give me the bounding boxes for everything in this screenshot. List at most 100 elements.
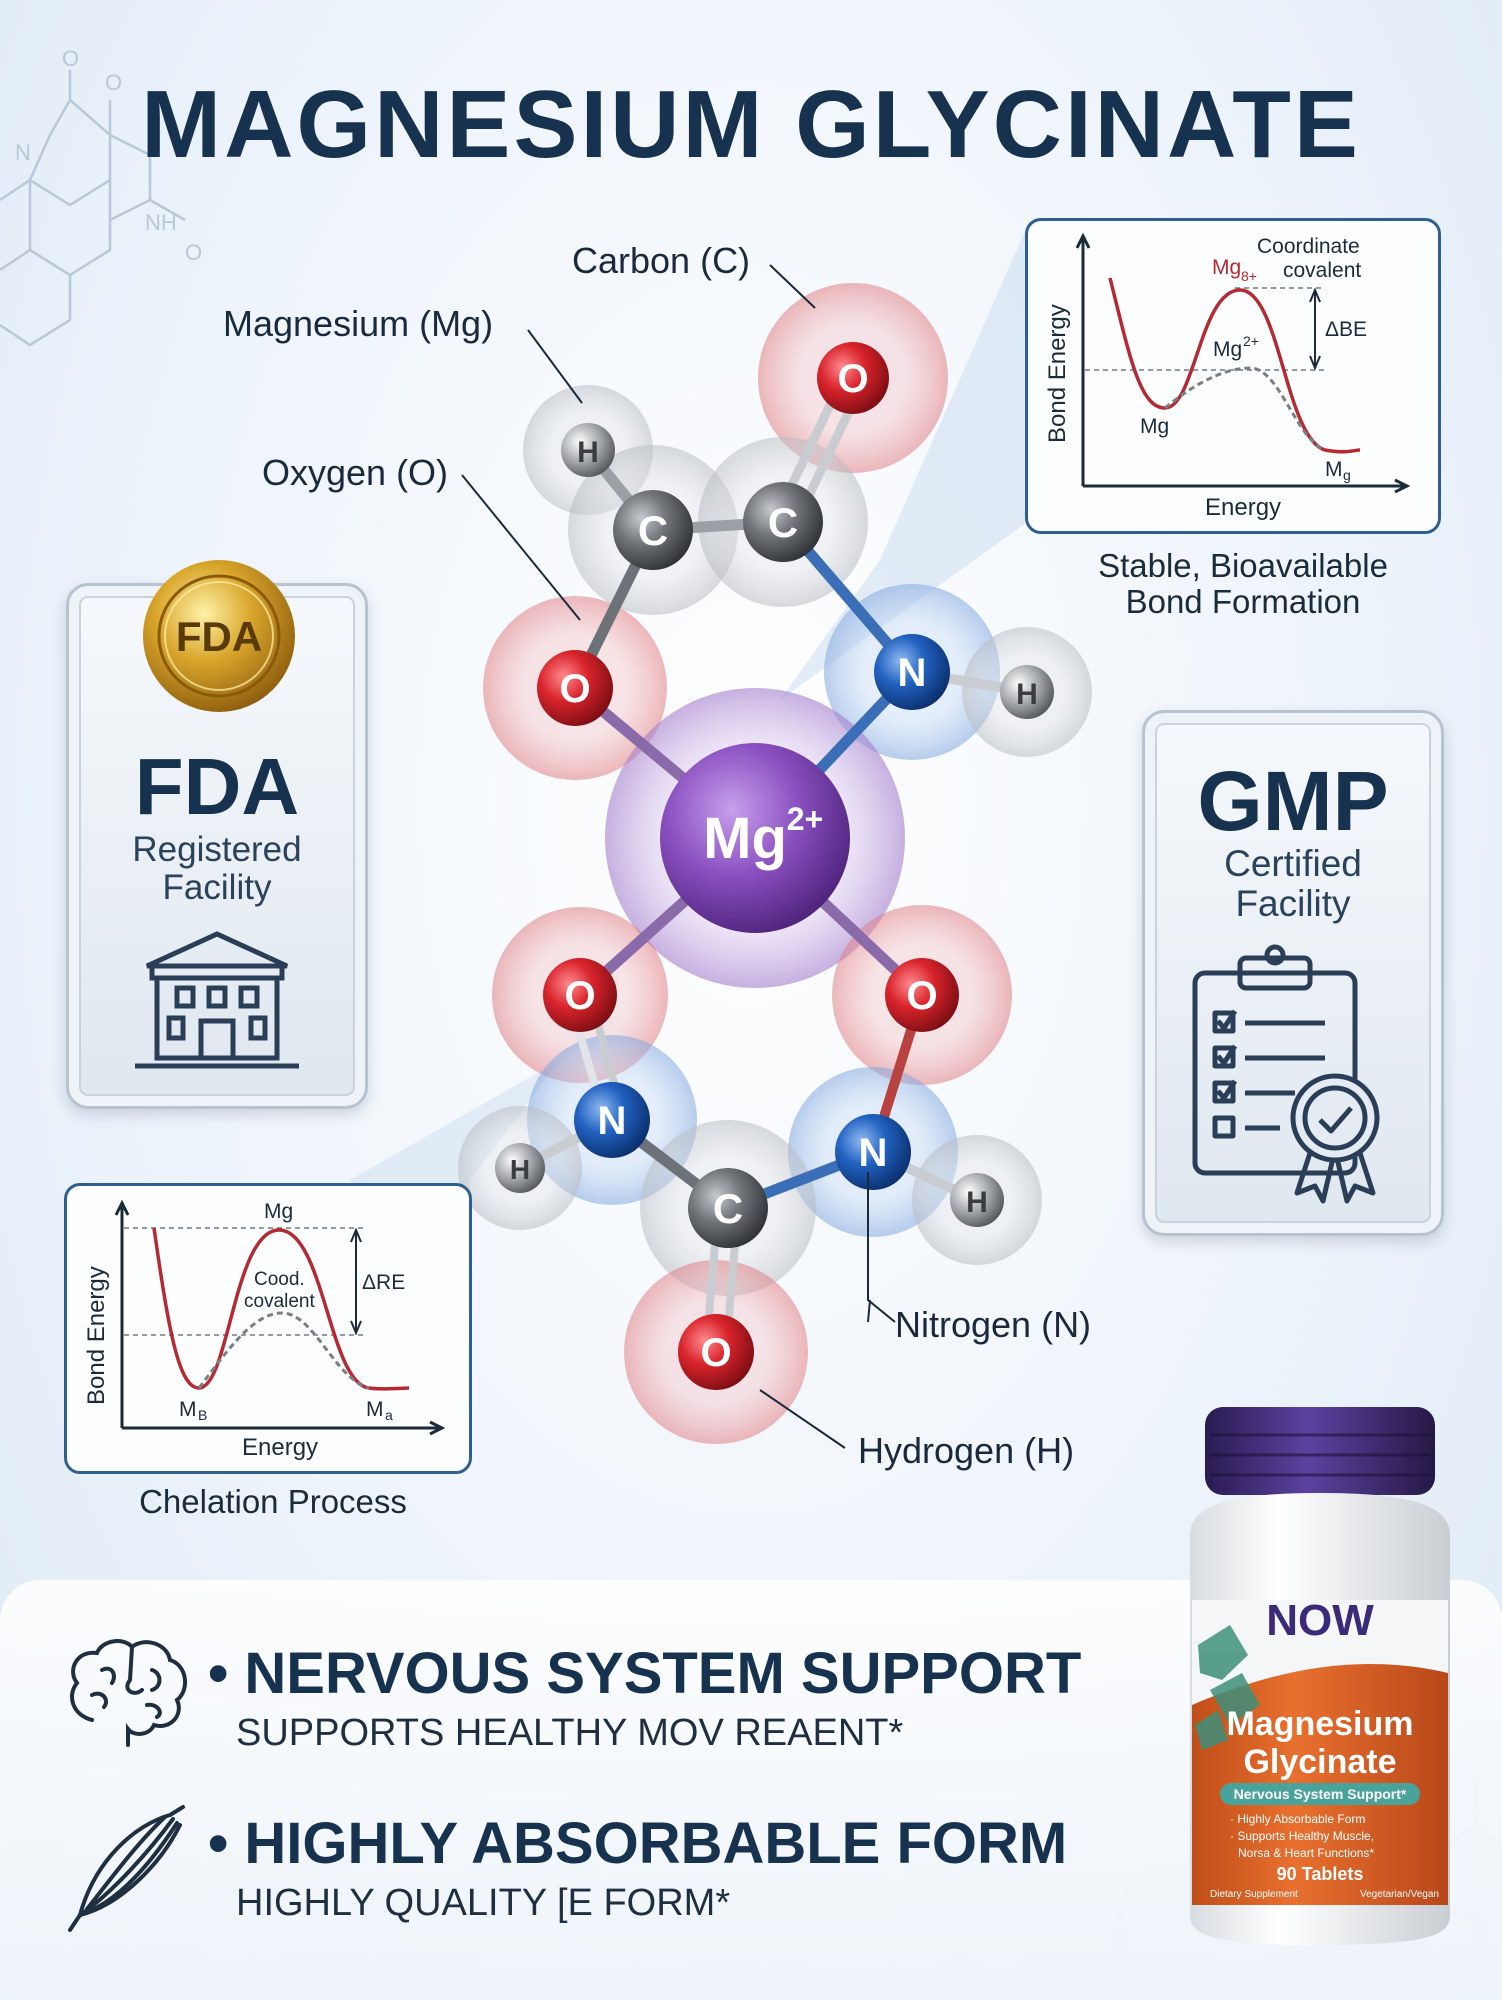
- atom-oxygen-lower-right: O: [885, 958, 959, 1032]
- svg-text:O: O: [837, 357, 868, 401]
- graph-bottom-left-min-sub: B: [198, 1407, 207, 1423]
- graph-bottom-ann-1: Cood.: [254, 1269, 305, 1290]
- muscle-icon: [68, 1805, 185, 1932]
- atom-oxygen-lower-left: O: [543, 958, 617, 1032]
- bottle-brand: NOW: [1266, 1596, 1374, 1645]
- graph-top-left-min: Mg: [1140, 415, 1169, 438]
- bond-energy-graph-top-plot: Coordinate covalent Mg 8+ Mg 2+ ΔBE Mg M…: [1044, 232, 1411, 521]
- bottle-bullet-2: · Supports Healthy Muscle,: [1230, 1829, 1374, 1843]
- svg-text:C: C: [638, 507, 668, 554]
- svg-text:O: O: [700, 1331, 731, 1375]
- graph-top-xlabel: Energy: [1205, 494, 1281, 521]
- molecule-diagram: O H C C O N H Mg 2+ O O N N H H C O: [458, 283, 1092, 1444]
- background-structure-top-left: O N NH O O: [0, 50, 202, 347]
- bottle-bullet-1: · Highly Absorbable Form: [1230, 1812, 1365, 1826]
- svg-text:2+: 2+: [787, 801, 823, 837]
- svg-text:O: O: [185, 240, 202, 265]
- atom-nitrogen-lower-left: N: [574, 1082, 650, 1158]
- bottle-name-1: Magnesium: [1226, 1705, 1413, 1743]
- svg-text:H: H: [510, 1154, 530, 1185]
- fda-heading: FDA: [134, 742, 300, 831]
- feature-2-title-text: HIGHLY ABSORBABLE FORM: [244, 1811, 1068, 1876]
- atom-hydrogen-lower-left: H: [495, 1143, 545, 1193]
- atom-hydrogen-top: H: [561, 423, 615, 477]
- graph-top-ann-2: covalent: [1283, 259, 1361, 282]
- graph-top-peak: Mg: [1212, 256, 1241, 279]
- fda-seal-icon: FDA: [143, 560, 295, 712]
- svg-text:Mg: Mg: [703, 806, 787, 871]
- clipboard-certificate-icon: [1192, 944, 1380, 1204]
- svg-text:O: O: [559, 667, 590, 711]
- bottle-count: 90 Tablets: [1277, 1864, 1364, 1884]
- bottle-name-2: Glycinate: [1243, 1743, 1396, 1781]
- feature-1-subtitle: SUPPORTS HEALTHY MOV REAENT*: [236, 1712, 904, 1754]
- graph-bottom-right-min: M: [366, 1398, 384, 1421]
- feature-1-title-text: NERVOUS SYSTEM SUPPORT: [244, 1641, 1082, 1706]
- bg-o-text: O: [62, 50, 79, 71]
- gmp-card: GMP Certified Facility: [1142, 710, 1444, 1236]
- atom-carbon-right: C: [743, 482, 823, 562]
- bottle-bullet-3: Norsa & Heart Functions*: [1238, 1846, 1374, 1860]
- graph-bottom-caption: Chelation Process: [139, 1483, 407, 1520]
- bond-energy-graph-bottom-plot: Mg Cood. covalent ΔRE M B M a Energy Bon…: [83, 1199, 446, 1461]
- atom-carbon-bottom: C: [688, 1168, 768, 1248]
- svg-text:H: H: [1016, 678, 1038, 711]
- svg-text:O: O: [564, 974, 595, 1018]
- svg-text:N: N: [15, 140, 31, 165]
- gmp-heading: GMP: [1197, 754, 1389, 848]
- graph-top-caption-2: Bond Formation: [1125, 583, 1361, 620]
- label-nitrogen: Nitrogen (N): [895, 1304, 1092, 1345]
- graph-bottom-right-min-sub: a: [385, 1407, 393, 1423]
- bond-energy-graph-top: [1025, 218, 1441, 534]
- building-icon: [135, 931, 299, 1069]
- svg-text:H: H: [966, 1186, 988, 1219]
- graph-top-delta: ΔBE: [1325, 318, 1367, 341]
- svg-text:NH: NH: [145, 210, 177, 235]
- feature-1-title: • NERVOUS SYSTEM SUPPORT: [208, 1641, 1082, 1706]
- svg-text:H: H: [577, 436, 599, 469]
- feature-2-title: • HIGHLY ABSORBABLE FORM: [208, 1811, 1068, 1876]
- gmp-line2: Facility: [1235, 883, 1351, 924]
- label-magnesium: Magnesium (Mg): [223, 303, 494, 344]
- svg-text:O: O: [906, 974, 937, 1018]
- graph-bottom-xlabel: Energy: [242, 1434, 318, 1461]
- graph-bottom-delta: ΔRE: [362, 1271, 405, 1294]
- atom-carbon-left: C: [613, 490, 693, 570]
- graph-top-caption-1: Stable, Bioavailable: [1098, 547, 1388, 584]
- svg-text:O: O: [105, 70, 122, 95]
- fda-card: FDA FDA Registered Facility: [66, 560, 368, 1109]
- feature-2-subtitle: HIGHLY QUALITY [E FORM*: [236, 1882, 731, 1924]
- svg-text:C: C: [713, 1185, 743, 1232]
- atom-nitrogen-lower-right: N: [835, 1114, 911, 1190]
- atom-oxygen-left: O: [537, 650, 613, 726]
- bottle-footer-1: Dietary Supplement: [1210, 1889, 1298, 1900]
- graph-bottom-peak: Mg: [264, 1200, 293, 1223]
- graph-bottom-ylabel: Bond Energy: [83, 1266, 110, 1405]
- atom-hydrogen-right: H: [1000, 665, 1054, 719]
- svg-text:N: N: [598, 1099, 627, 1143]
- label-oxygen: Oxygen (O): [262, 452, 449, 493]
- svg-text:N: N: [898, 651, 927, 695]
- graph-bottom-ann-2: covalent: [244, 1291, 315, 1312]
- product-bottle: NOW Magnesium Glycinate Nervous System S…: [1190, 1407, 1450, 1945]
- graph-top-right-min-sub: g: [1343, 467, 1351, 483]
- label-hydrogen: Hydrogen (H): [858, 1430, 1075, 1471]
- atom-magnesium-center: Mg 2+: [660, 743, 850, 933]
- svg-text:FDA: FDA: [176, 613, 262, 660]
- gmp-line1: Certified: [1224, 843, 1362, 884]
- graph-bottom-left-min: M: [179, 1398, 197, 1421]
- label-carbon: Carbon (C): [572, 240, 751, 281]
- fda-line2: Facility: [162, 868, 272, 907]
- fda-line1: Registered: [132, 830, 302, 869]
- page-title: MAGNESIUM GLYCINATE: [141, 71, 1361, 178]
- graph-top-ylabel: Bond Energy: [1044, 304, 1071, 443]
- graph-top-mid-sup: 2+: [1243, 333, 1259, 349]
- atom-nitrogen-top: N: [874, 634, 950, 710]
- bottle-footer-2: Vegetarian/Vegan: [1360, 1889, 1439, 1900]
- graph-top-peak-sub: 8+: [1241, 268, 1257, 284]
- atom-oxygen-top: O: [817, 342, 889, 414]
- atom-hydrogen-lower-right: H: [950, 1173, 1004, 1227]
- graph-top-right-min: M: [1325, 458, 1343, 481]
- svg-text:C: C: [768, 499, 798, 546]
